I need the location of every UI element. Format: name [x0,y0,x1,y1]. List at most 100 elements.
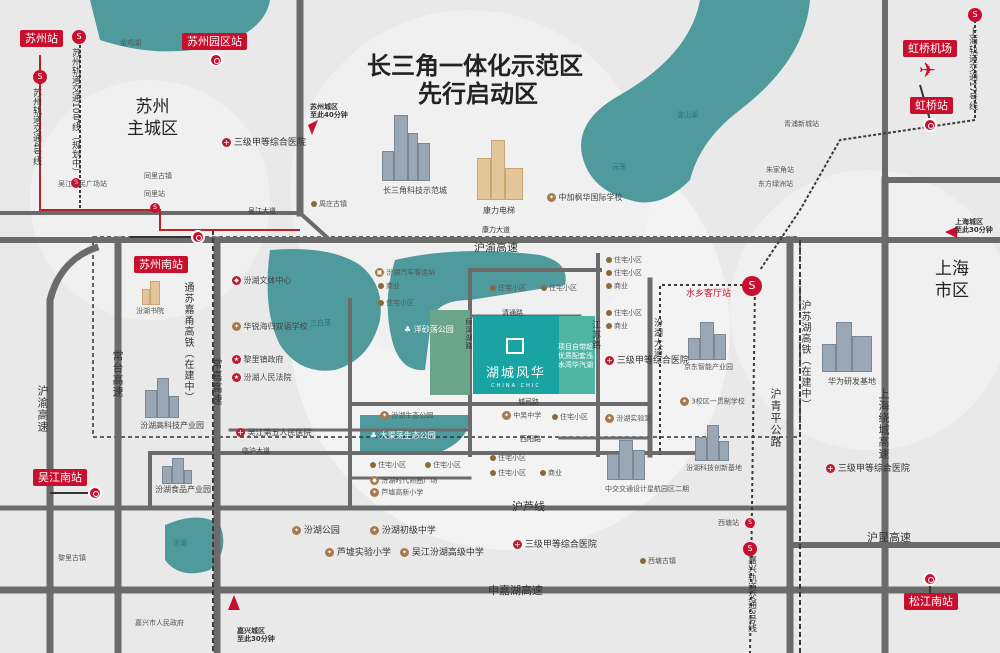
facility-3-campus: ✦ 3校区一贯制学校 [680,397,745,406]
road-kangli-ave: 康力大道 [482,226,510,234]
metro-icon: S [33,70,47,84]
home-icon [490,470,496,476]
zone-residential: 住宅小区 [606,257,642,264]
home-icon [606,257,612,263]
station-zhujiajiao: 朱家角站 [766,166,794,174]
zone-residential: 住宅小区 [606,270,642,277]
project-block[interactable]: 湖城风华 CHINA CHIC [473,316,559,394]
road-fenhu-ave: 汾湖大道 [652,318,662,358]
lake-south [165,517,224,574]
landmark-zhongjia: ✦ 中加枫华国际学校 [547,193,623,202]
hospital-icon: + [236,428,245,437]
lab-icon: ✦ [605,414,614,423]
home-icon [425,462,431,468]
building-icon [162,458,192,484]
station-suzhou-park[interactable]: 苏州园区站 [182,33,247,51]
zone-residential: 住宅小区 [490,285,526,292]
metro-icon: S [742,276,762,296]
school-icon: ✦ [370,488,379,497]
building-icon [142,281,164,305]
facility-mall: ◆ 汾湖时代商圈广场 [370,476,437,485]
building-icon [145,378,181,418]
home-icon [370,462,376,468]
zone-residential: 住宅小区 [490,455,526,462]
zone-commercial: 商业 [540,470,562,477]
road-xiyang: 西阳路 [520,435,541,443]
station-wujiang-south[interactable]: 吴江南站 [33,469,87,487]
station-qingpu: 青浦新城站 [784,120,819,128]
building-icon [695,425,729,461]
metro-icon: S [745,518,755,528]
shop-icon [540,470,546,476]
venue-icon: ◆ [232,276,241,285]
hospital-icon: + [605,356,614,365]
bus-icon: ▣ [375,268,384,277]
road-chengyun: 城司路 [518,398,539,406]
building-icon [382,115,432,181]
town-icon [311,201,317,207]
station-dongfang: 东方绿洲站 [758,180,793,188]
school-icon: ✦ [400,548,409,557]
facility-dadang-park: ♣ 大渠荡生态公园 [370,431,436,440]
shop-icon [606,283,612,289]
metro-icon: S [71,178,81,188]
shop-icon [606,323,612,329]
school-icon: ✦ [680,397,689,406]
jiaxing-government: 嘉兴市人民政府 [135,619,184,627]
station-suzhou-south[interactable]: 苏州南站 [134,256,188,274]
school-icon: ✦ [502,411,511,420]
rail-station-icon [88,486,102,500]
facility-bilingual-school: ✦ 华锐海归双语学校 [232,322,308,331]
tree-icon: ♣ [404,325,412,334]
mall-icon: ◆ [370,476,379,485]
government-icon: ★ [232,355,241,364]
station-hongqiao[interactable]: 虹桥站 [910,97,953,115]
road-shanghai-ring: 上海绕城高速 [877,388,890,460]
road-huyu-left: 沪渝高速 [36,385,49,433]
building-icon [822,322,874,372]
lake-dianshan [581,0,810,203]
tree-icon: ♣ [370,431,378,440]
facility-fenhu-park: ✦ 汾湖公园 [292,526,340,536]
town-lili: 黎里古镇 [58,554,86,562]
landmark-food-ind: 汾湖食品产业园 [155,485,211,494]
building-icon [477,140,525,200]
rail-station-icon [209,53,223,67]
facility-primary-school: ✦ 芦墟实验小学 [325,548,391,558]
station-suzhou[interactable]: 苏州站 [20,30,63,48]
landmark-yrd-tech: 长三角科技示范城 [383,186,447,195]
station-wujiang-people: 吴江人民广场站 [58,180,107,188]
hospital-center: + 三级甲等综合医院 [605,356,689,366]
rail-station-icon [191,230,205,244]
facility-bus-station: ▣ 汾湖汽车客运站 [375,268,436,277]
zone-residential: 住宅小区 [370,462,406,469]
building-icon [688,322,728,360]
lake-dianshan-label: 淀山湖 [677,111,698,119]
station-songjiang-south[interactable]: 松江南站 [904,593,958,611]
rail-station-icon [923,572,937,586]
facility-high-tech-primary: ✦ 芦墟高新小学 [370,488,424,497]
arrow-suzhou [308,120,318,135]
station-tongli: 同里站 [144,190,165,198]
rail-station-icon [923,118,937,132]
rail-husu: 沪苏湖高铁（在建中） [799,300,810,410]
lake-dadang [360,415,470,452]
road-huqingping: 沪青平公路 [769,388,782,448]
home-icon [606,310,612,316]
home-icon [490,285,496,291]
hospital-south: + 三级甲等综合医院 [513,540,597,550]
hospital-icon: + [513,540,522,549]
town-zhouzhuang: 周庄古镇 [311,201,347,208]
airport-icon: ✈ [919,58,936,82]
station-shuixiang-hall[interactable]: 水乡客厅站 [686,289,732,299]
facility-yangsha-park: ♣ 洋砂荡公园 [404,325,454,334]
green-park [430,310,470,395]
school-icon: ✦ [547,193,556,202]
road-changjia: 常嘉高速 [210,358,223,406]
road-lizehu: 俪泽湖路 [465,318,473,350]
metro-icon: S [150,203,160,213]
station-hongqiao-airport[interactable]: 虹桥机场 [903,40,957,58]
facility-lab: ✦ 汾湖实验室 [605,414,652,423]
home-icon [378,300,384,306]
zone-commercial: 商业 [606,283,628,290]
